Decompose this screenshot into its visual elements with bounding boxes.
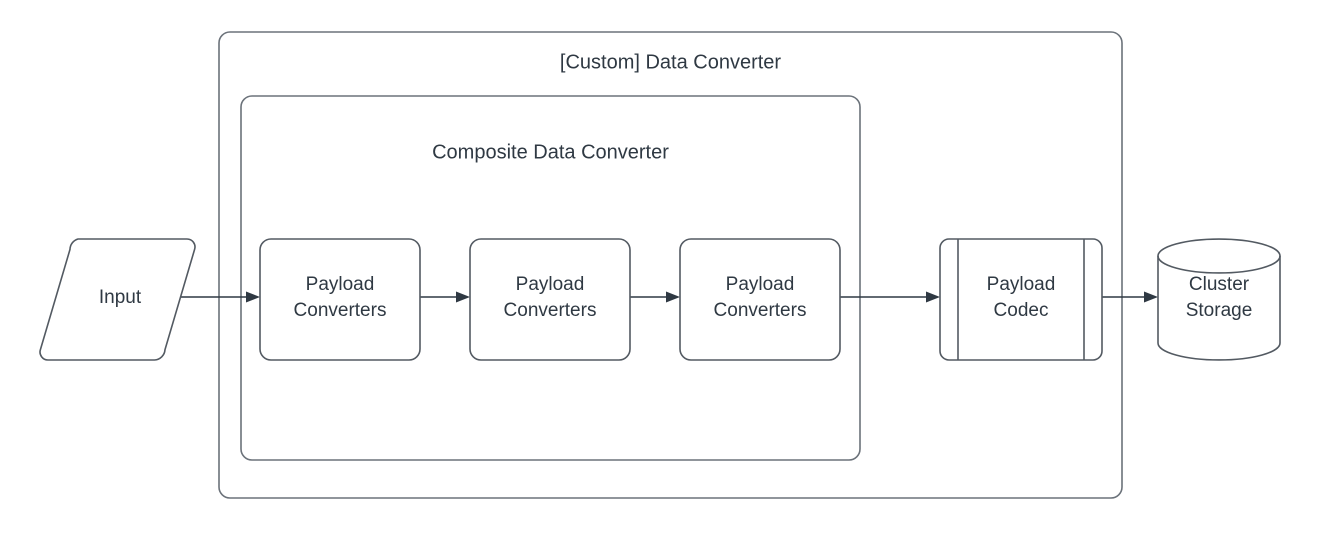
payload-converters-1-shape[interactable] — [259, 238, 421, 361]
edge-pc1-to-pc2-arrowhead — [456, 291, 470, 303]
edge-codec-to-storage[interactable] — [1102, 291, 1158, 303]
input-parallelogram-shape[interactable] — [39, 238, 196, 361]
payload-converters-2-shape[interactable] — [469, 238, 631, 361]
edge-pc3-to-codec-arrowhead — [926, 291, 940, 303]
cluster-storage-cylinder-top-ellipse — [1157, 255, 1281, 274]
node-input[interactable]: Input — [39, 238, 196, 361]
payload-codec-shape[interactable] — [939, 238, 1103, 361]
payload-codec-label-line2: Codec — [994, 300, 1049, 321]
edge-pc2-to-pc3[interactable] — [630, 291, 680, 303]
payload-converters-3-label-line1: Payload — [726, 274, 795, 295]
composite-data-converter-label: Composite Data Converter — [432, 141, 669, 163]
composite-data-converter-boundary[interactable] — [240, 95, 861, 461]
payload-converters-2-label-line1: Payload — [516, 274, 585, 295]
node-payload-converters-2[interactable]: Payload Converters — [469, 238, 631, 361]
payload-converters-3-label-line2: Converters — [714, 300, 807, 321]
edge-pc3-to-codec[interactable] — [840, 291, 940, 303]
cluster-storage-cylinder-body[interactable] — [1157, 238, 1281, 361]
payload-converters-3-shape[interactable] — [679, 238, 841, 361]
edge-pc1-to-pc2[interactable] — [420, 291, 470, 303]
cluster-storage-label-line1: Cluster — [1189, 274, 1250, 295]
payload-converters-1-label-line1: Payload — [306, 274, 375, 295]
container-custom-data-converter[interactable]: [Custom] Data Converter — [218, 31, 1123, 499]
edge-input-to-pc1[interactable] — [178, 291, 260, 303]
edge-pc2-to-pc3-arrowhead — [666, 291, 680, 303]
node-payload-converters-1[interactable]: Payload Converters — [259, 238, 421, 361]
custom-data-converter-boundary[interactable] — [218, 31, 1123, 499]
custom-data-converter-label: [Custom] Data Converter — [560, 51, 782, 73]
node-payload-codec[interactable]: Payload Codec — [939, 238, 1103, 361]
container-composite-data-converter[interactable]: Composite Data Converter — [240, 95, 861, 461]
node-cluster-storage[interactable]: Cluster Storage — [1157, 238, 1281, 361]
payload-converters-1-label-line2: Converters — [294, 300, 387, 321]
node-payload-converters-3[interactable]: Payload Converters — [679, 238, 841, 361]
edge-codec-to-storage-arrowhead — [1144, 291, 1158, 303]
payload-converters-2-label-line2: Converters — [504, 300, 597, 321]
cluster-storage-label-line2: Storage — [1186, 300, 1253, 321]
input-label: Input — [99, 287, 142, 308]
payload-codec-label-line1: Payload — [987, 274, 1056, 295]
edge-input-to-pc1-arrowhead — [246, 291, 260, 303]
